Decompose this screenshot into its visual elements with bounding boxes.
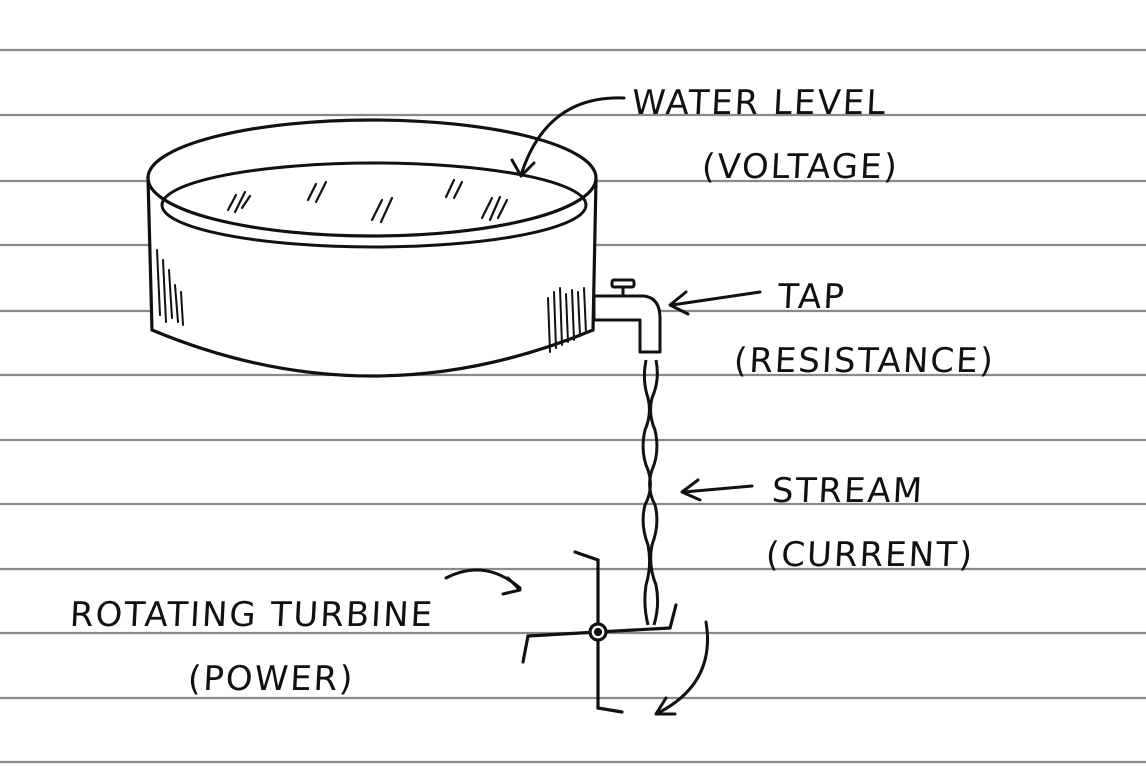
water-tank: [146, 118, 598, 378]
label-stream: STREAM: [770, 471, 926, 511]
turbine-icon: [521, 550, 678, 714]
tap-icon: [592, 278, 662, 354]
tank-shading: [156, 249, 587, 353]
label-power: (POWER): [186, 659, 356, 699]
water-surface: [160, 161, 588, 249]
label-current: (CURRENT): [764, 535, 976, 575]
label-rotating-turbine: ROTATING TURBINE: [68, 595, 436, 635]
label-voltage: (VOLTAGE): [700, 147, 900, 187]
arrow-stream: [682, 484, 754, 494]
tank-rim: [146, 118, 598, 238]
water-shine-marks: [226, 178, 509, 224]
arrow-water-level: [520, 96, 626, 174]
water-stream: [641, 359, 660, 626]
label-tap: TAP: [776, 277, 847, 317]
rotation-arrows: [444, 568, 709, 716]
arrow-tap: [670, 290, 762, 307]
label-resistance: (RESISTANCE): [732, 341, 996, 381]
label-water-level: WATER LEVEL: [630, 83, 889, 123]
pointer-arrows: [510, 96, 762, 502]
